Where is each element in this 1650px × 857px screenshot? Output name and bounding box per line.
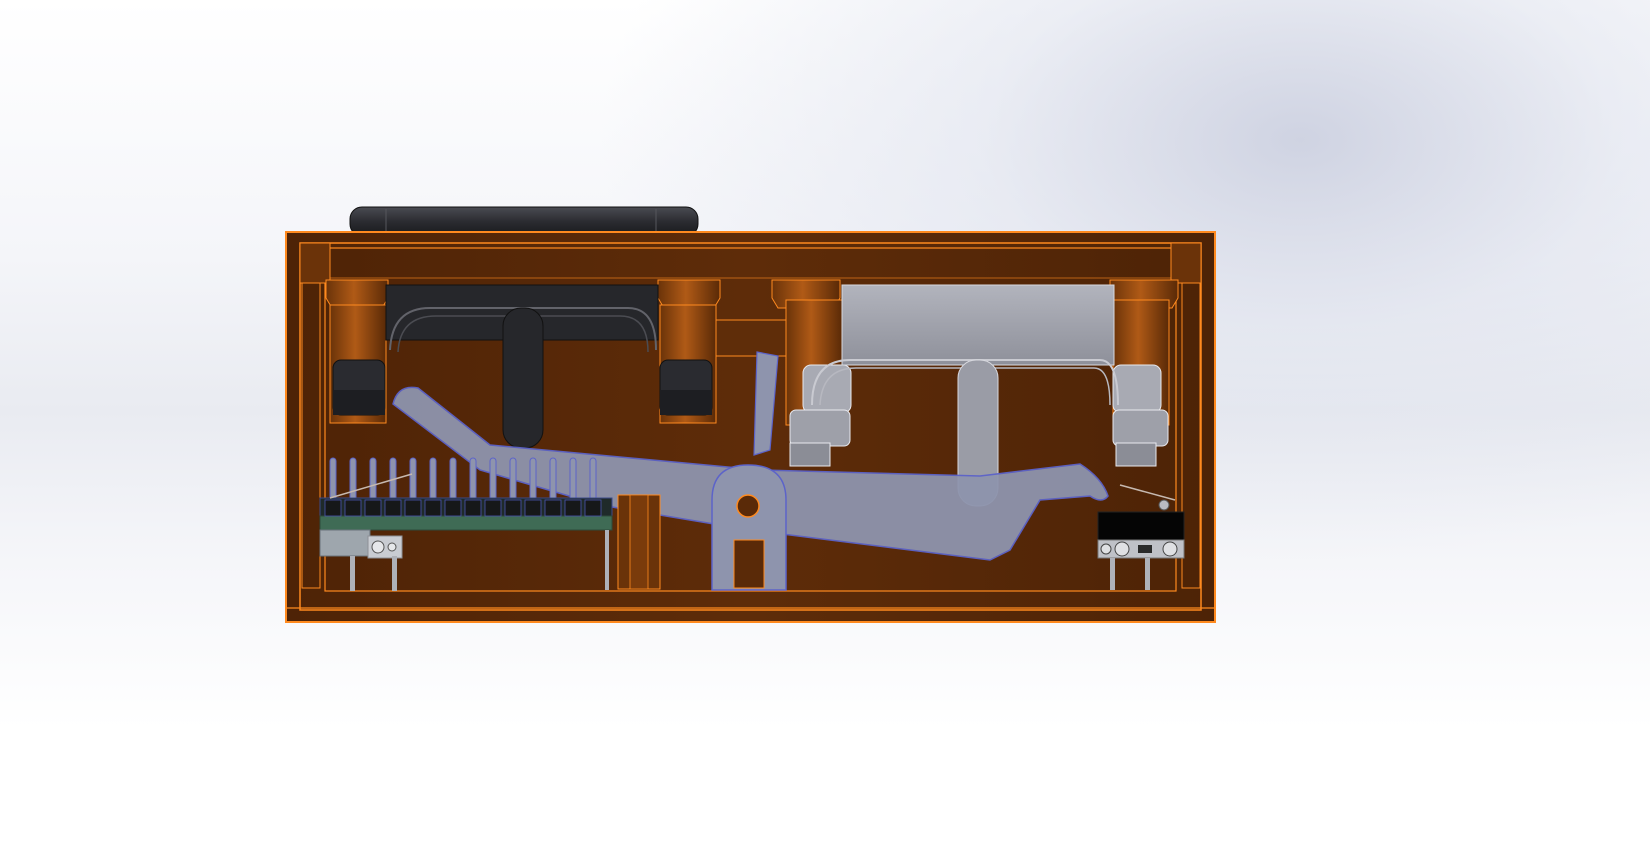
header-pin: [469, 457, 477, 501]
center-post: [617, 494, 661, 590]
spring-coil-icon: [329, 473, 413, 499]
pin-block: [404, 499, 422, 517]
header-pin: [569, 457, 577, 501]
pin-block: [484, 499, 502, 517]
pin-block: [504, 499, 522, 517]
header-pin: [489, 457, 497, 501]
mounting-hole-icon: [371, 540, 385, 554]
header-pin: [589, 457, 597, 501]
pin-block: [524, 499, 542, 517]
header-pin: [549, 457, 557, 501]
pin-block: [364, 499, 382, 517]
header-pin: [449, 457, 457, 501]
center-right-cylinder: [771, 279, 852, 467]
header-pin: [509, 457, 517, 501]
pin-block: [384, 499, 402, 517]
pin-block: [444, 499, 462, 517]
pin-block: [324, 499, 342, 517]
right-cylinder: [1109, 279, 1179, 467]
pin-block: [564, 499, 582, 517]
header-pin: [429, 457, 437, 501]
header-pin: [369, 457, 377, 501]
left-t-bracket: [385, 284, 659, 449]
pin-block: [464, 499, 482, 517]
micro-switch: [1097, 484, 1185, 590]
header-pin: [349, 457, 357, 501]
pin-block: [344, 499, 362, 517]
pin-block: [584, 499, 602, 517]
header-pin: [529, 457, 537, 501]
top-knob: [349, 206, 699, 237]
pcb-assembly: [319, 457, 613, 591]
center-left-cylinder: [657, 279, 721, 424]
center-crossbar: [711, 319, 797, 357]
pivot-hole-icon: [736, 494, 760, 518]
main-lever: [392, 351, 1109, 591]
pin-block: [544, 499, 562, 517]
header-pin: [409, 457, 417, 501]
pin-blocks: [324, 499, 602, 517]
right-t-bracket: [811, 284, 1119, 507]
left-cylinder: [325, 279, 389, 424]
pin-block: [424, 499, 442, 517]
header-pin: [329, 457, 337, 501]
